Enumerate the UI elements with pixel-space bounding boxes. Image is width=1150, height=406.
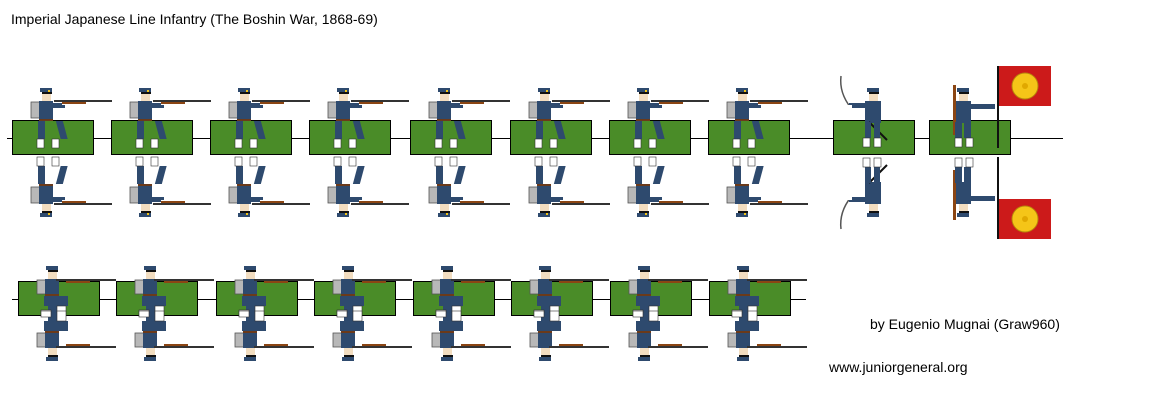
figure-base — [708, 120, 790, 155]
standing-firing-figure-mirrored — [516, 153, 646, 217]
standing-firing-figure-mirrored — [416, 153, 546, 217]
standing-firing-figure — [516, 58, 646, 162]
figure-base — [609, 120, 691, 155]
standing-firing-figure-mirrored — [615, 153, 745, 217]
kneeling-firing-figure-mirrored — [122, 310, 252, 361]
officer-figure-mirrored — [839, 153, 969, 230]
standing-firing-figure-mirrored — [714, 153, 844, 217]
standing-firing-figure-mirrored — [216, 153, 346, 217]
kneeling-firing-figure-mirrored — [616, 310, 746, 361]
standing-firing-figure-mirrored — [18, 153, 148, 217]
standing-firing-figure-mirrored — [315, 153, 445, 217]
standing-firing-figure — [315, 58, 445, 162]
kneeling-firing-figure-mirrored — [419, 310, 549, 361]
standing-firing-figure-mirrored — [117, 153, 247, 217]
flag-bearer-figure — [935, 58, 1065, 162]
figure-base — [410, 120, 492, 155]
standing-firing-figure — [416, 58, 546, 162]
author-credit: by Eugenio Mugnai (Graw960) — [870, 316, 1060, 332]
standing-firing-figure — [615, 58, 745, 162]
flag-bearer-figure-mirrored — [935, 153, 1065, 239]
figure-base — [510, 120, 592, 155]
standing-firing-figure — [117, 58, 247, 162]
standing-firing-figure — [714, 58, 844, 162]
standing-firing-figure — [216, 58, 346, 162]
website-link[interactable]: www.juniorgeneral.org — [829, 359, 968, 375]
fold-line-row-2 — [12, 299, 806, 300]
officer-figure — [839, 58, 969, 162]
kneeling-firing-figure-mirrored — [517, 310, 647, 361]
kneeling-firing-figure-mirrored — [715, 310, 845, 361]
figure-base — [12, 120, 94, 155]
kneeling-firing-figure-mirrored — [24, 310, 154, 361]
kneeling-firing-figure-mirrored — [320, 310, 450, 361]
sheet-title: Imperial Japanese Line Infantry (The Bos… — [11, 11, 378, 27]
standing-firing-figure — [18, 58, 148, 162]
kneeling-firing-figure — [517, 236, 647, 323]
kneeling-firing-figure — [715, 236, 845, 323]
kneeling-firing-figure-mirrored — [222, 310, 352, 361]
figure-base — [309, 120, 391, 155]
